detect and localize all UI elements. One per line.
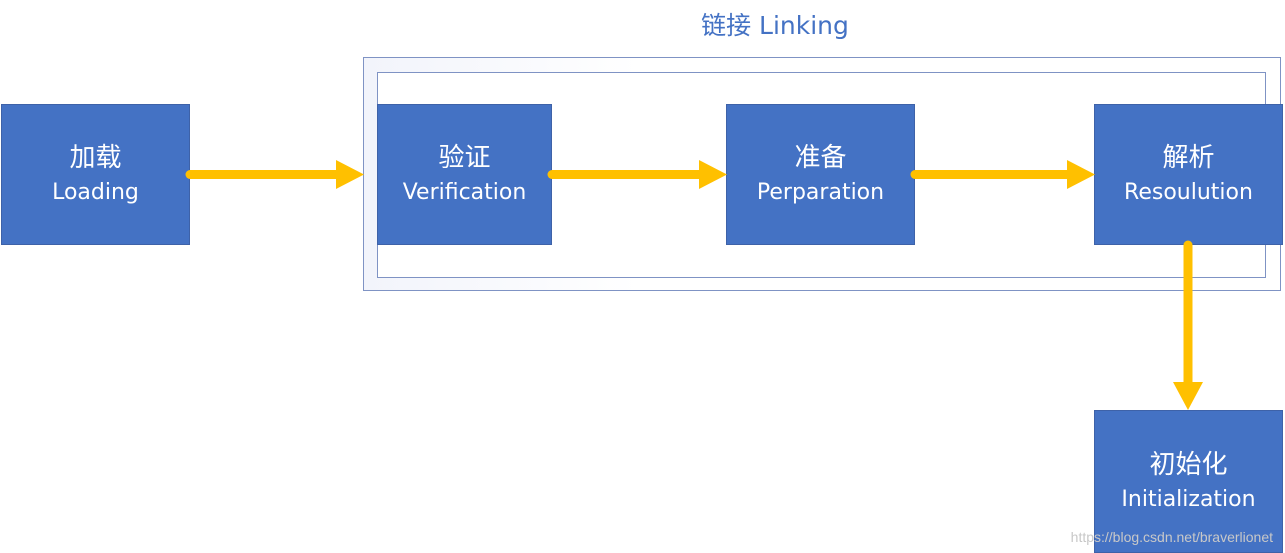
stage-initialization: 初始化 Initialization bbox=[1094, 410, 1283, 553]
stage-resolution-en-label: Resoulution bbox=[1124, 179, 1253, 205]
arrow-verification-to-preparation bbox=[547, 160, 727, 189]
stage-preparation-zh-label: 准备 bbox=[794, 142, 847, 173]
stage-loading-en-label: Loading bbox=[52, 179, 139, 205]
stage-initialization-zh-label: 初始化 bbox=[1149, 449, 1228, 480]
arrow-loading-to-verification bbox=[185, 160, 364, 189]
stage-initialization-en-label: Initialization bbox=[1121, 486, 1256, 512]
stage-preparation: 准备 Perparation bbox=[726, 104, 915, 245]
stage-resolution-zh-label: 解析 bbox=[1162, 142, 1215, 173]
stage-verification-zh-label: 验证 bbox=[438, 142, 491, 173]
arrow-preparation-to-resolution bbox=[910, 160, 1095, 189]
stage-verification: 验证 Verification bbox=[377, 104, 552, 245]
stage-verification-en-label: Verification bbox=[402, 179, 527, 205]
stage-loading: 加载 Loading bbox=[1, 104, 190, 245]
linking-group-title: 链接 Linking bbox=[701, 11, 849, 40]
stage-loading-zh-label: 加载 bbox=[69, 142, 122, 173]
arrow-resolution-to-initialization bbox=[1173, 240, 1203, 410]
watermark-url: https://blog.csdn.net/braverlionet bbox=[1070, 529, 1273, 545]
stage-preparation-en-label: Perparation bbox=[756, 179, 885, 205]
